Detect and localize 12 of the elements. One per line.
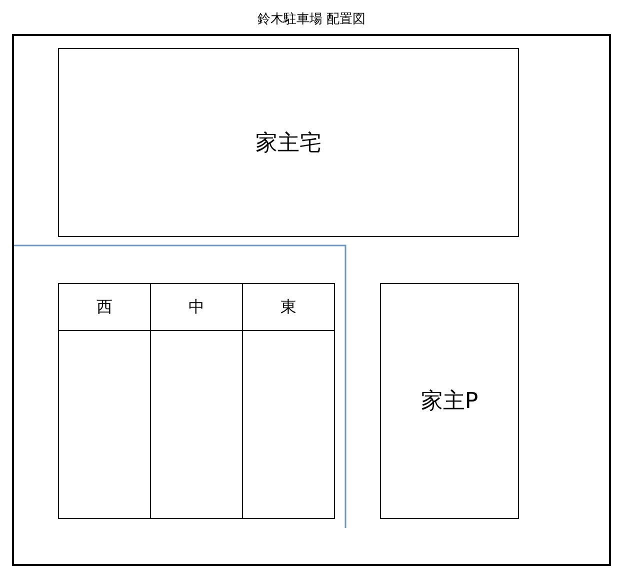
label-text: 東 [280,296,296,318]
parking-column [242,283,335,519]
house-box [58,48,519,237]
owner-parking-box [380,283,519,519]
label-text: 中 [188,296,204,318]
parking-column [150,283,243,519]
label-text: 家主P [420,388,478,416]
diagram-title: 鈴木駐車場 配置図 [256,11,367,28]
label-text: 家主宅 [256,130,322,158]
label-text: 西 [96,296,112,318]
parking-column [58,283,151,519]
lot-boundary [12,34,611,566]
